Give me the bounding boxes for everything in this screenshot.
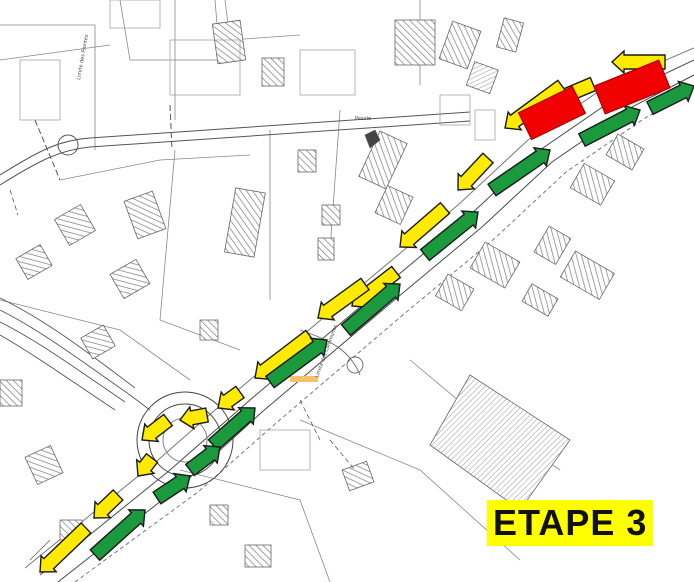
road-west [0, 297, 151, 411]
arrow-green [577, 104, 641, 148]
map-details [9, 0, 496, 561]
arrow-yellow [457, 152, 495, 191]
arrow-green [184, 444, 221, 477]
arrow-green [340, 282, 401, 337]
arrow-yellow [178, 405, 210, 431]
arrow-green [207, 406, 256, 452]
arrow-green [487, 146, 551, 197]
arrow-green [152, 472, 191, 505]
arrow-yellow [141, 413, 174, 443]
arrow-yellow [135, 452, 159, 477]
closure-block [593, 59, 671, 115]
arrow-yellow [217, 385, 246, 411]
arrow-green [645, 80, 694, 116]
closure-blocks [517, 59, 671, 141]
arrow-yellow [317, 277, 371, 321]
map-label-3: Pesole [355, 116, 371, 122]
arrow-green [419, 210, 479, 262]
stage-label: ETAPE 3 [487, 500, 654, 546]
arrow-yellow [39, 521, 92, 573]
road-north [0, 104, 471, 186]
parcel-lines [0, 0, 640, 582]
buildings [0, 17, 645, 568]
arrow-green [264, 337, 328, 389]
arrow-green [89, 509, 146, 562]
arrow-yellow [93, 488, 124, 519]
arrow-yellow [399, 201, 451, 249]
closure-block [517, 85, 587, 141]
